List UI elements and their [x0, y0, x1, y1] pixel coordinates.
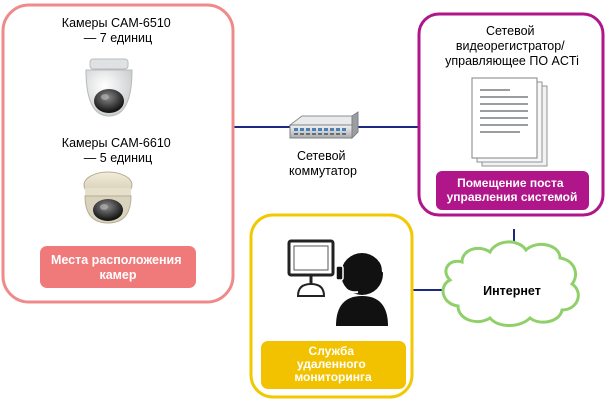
control-room-badge-line1: Помещение поста: [457, 176, 564, 190]
cam1-line1: Камеры CAM-6510: [62, 16, 171, 30]
cam1-label: Камеры CAM-6510 — 7 единиц: [62, 16, 174, 45]
cameras-badge-line2: камер: [99, 268, 136, 282]
switch-label: Сетевой коммутатор: [289, 149, 357, 178]
cloud-icon: [441, 240, 580, 327]
nvr-software-icon: [471, 77, 548, 167]
cameras-zone-badge-text: Места расположения камер: [51, 253, 185, 282]
control-room-badge: [436, 171, 589, 210]
nvr-label-line2: видеорегистратор/: [456, 39, 565, 53]
control-room-badge-line2: управления системой: [447, 190, 578, 204]
cameras-zone-frame: [1, 3, 235, 304]
control-room-badge-text: Помещение поста управления системой: [447, 176, 578, 204]
cam1-line2: — 7 единиц: [84, 31, 152, 45]
camera-cam6510-icon: [85, 58, 133, 117]
cam2-label: Камеры CAM-6610 — 5 единиц: [62, 136, 174, 165]
nvr-label: Сетевой видеорегистратор/ управляющее ПО…: [445, 24, 579, 68]
cameras-zone-badge: [40, 246, 196, 288]
switch-label-line1: Сетевой: [297, 149, 346, 163]
cam2-line1: Камеры CAM-6610: [62, 136, 171, 150]
camera-cam6610-icon: [83, 171, 133, 224]
internet-label: Интернет: [483, 284, 541, 298]
remote-monitoring-zone: Служба удаленного мониторинга: [249, 213, 414, 399]
remote-badge-line3: мониторинга: [294, 370, 372, 384]
operator-icon: [287, 239, 388, 326]
cameras-badge-line1: Места расположения: [51, 253, 182, 267]
cameras-zone: Камеры CAM-6510 — 7 единиц Камеры CAM-66…: [1, 3, 235, 304]
nvr-label-line3: управляющее ПО ACTi: [445, 54, 579, 68]
nvr-label-line1: Сетевой: [486, 24, 535, 38]
control-room-zone: Сетевой видеорегистратор/ управляющее ПО…: [417, 12, 605, 217]
internet-cloud: Интернет: [441, 240, 580, 327]
cam2-line2: — 5 единиц: [84, 151, 152, 165]
remote-badge-line2: удаленного: [297, 357, 366, 371]
remote-monitoring-badge: [261, 341, 406, 389]
remote-badge-line1: Служба: [309, 344, 355, 358]
remote-monitoring-badge-text: Служба удаленного мониторинга: [294, 344, 372, 384]
switch-label-line2: коммутатор: [289, 164, 357, 178]
network-switch: Сетевой коммутатор: [288, 111, 359, 178]
switch-icon: [288, 111, 359, 140]
